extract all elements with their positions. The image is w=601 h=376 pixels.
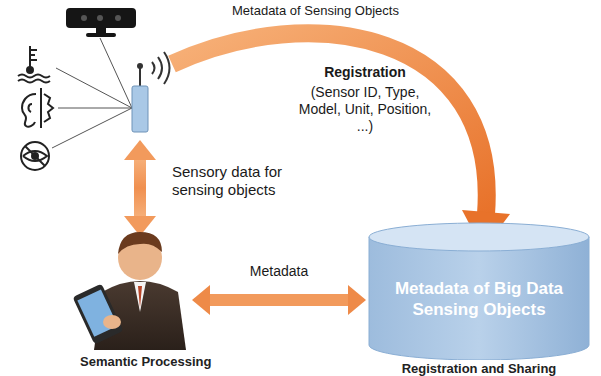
store-title: Metadata of Big Data Sensing Objects <box>382 278 576 320</box>
ear-icon <box>22 88 53 128</box>
eye-icon <box>21 142 49 170</box>
person-icon <box>60 222 190 350</box>
sensor-device <box>132 52 170 132</box>
heading: Registration and Sharing <box>368 361 590 376</box>
flow-label: Sensory data for sensing objects <box>172 163 302 199</box>
registration-fields: (Sensor ID, Type, Model, Unit, Position,… <box>292 84 438 135</box>
sensory-data-arrow <box>124 140 156 236</box>
arrow-caption: Metadata of Sensing Objects <box>232 3 432 19</box>
double-arrow <box>192 285 366 315</box>
arrow-head <box>348 285 366 315</box>
edge-label: Metadata <box>250 263 308 279</box>
caption: Semantic Processing <box>80 354 212 369</box>
arrow-label: Registration <box>300 64 430 81</box>
sensor-wires <box>52 38 132 148</box>
kinect-icon <box>66 8 136 37</box>
thermometer-icon <box>18 46 50 83</box>
arrow-shaft <box>210 294 348 306</box>
person-figure: Semantic Processing <box>60 222 190 350</box>
registration-arrow <box>172 33 510 250</box>
arrow-head <box>192 285 210 315</box>
database-cylinder: Metadata of Big Data Sensing ObjectsRegi… <box>368 222 590 360</box>
